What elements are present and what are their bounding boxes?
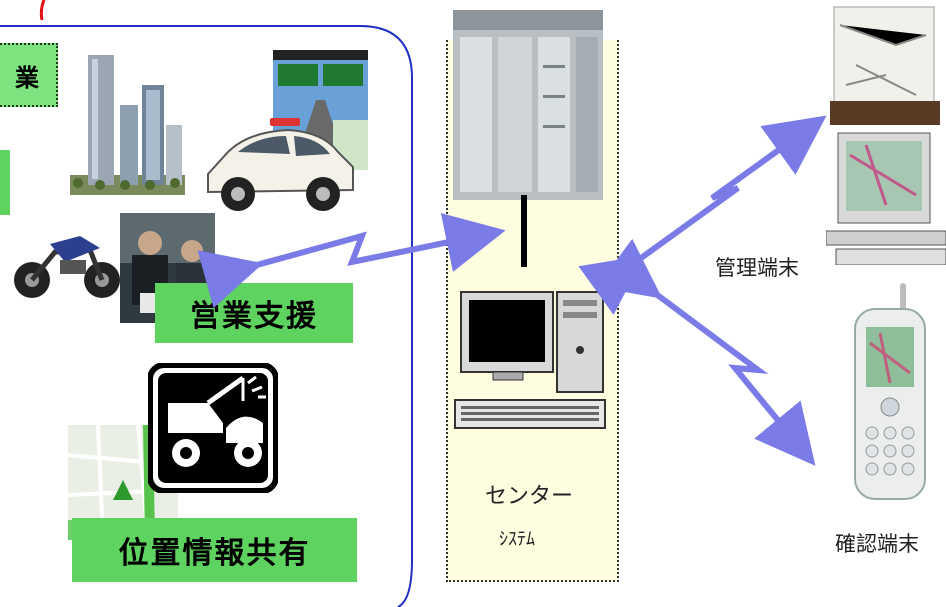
green-strip xyxy=(0,150,10,215)
office-buildings-icon xyxy=(70,55,185,195)
mobile-phone-icon xyxy=(854,283,926,500)
center-label-line2: ｼｽﾃﾑ xyxy=(499,529,535,550)
red-arc xyxy=(39,0,46,21)
label-location-sharing: 位置情報共有 xyxy=(72,518,357,582)
arrow-center-admin xyxy=(578,115,827,315)
label-top-industry: 業 xyxy=(0,43,58,107)
server-connector xyxy=(521,195,527,267)
police-car-icon xyxy=(207,118,354,211)
server-rack-icon xyxy=(453,10,603,200)
motorcycle-icon xyxy=(14,236,120,298)
tow-truck-icon xyxy=(148,363,278,493)
arrow-center-phone xyxy=(596,238,816,466)
left-group-border xyxy=(0,25,413,607)
arrow-left-center xyxy=(197,213,506,309)
label-admin-terminal: 管理端末 xyxy=(715,256,799,280)
admin-terminal-icon xyxy=(826,6,946,265)
center-label-line1: センター xyxy=(485,484,574,509)
label-confirm-terminal: 確認端末 xyxy=(835,532,919,556)
